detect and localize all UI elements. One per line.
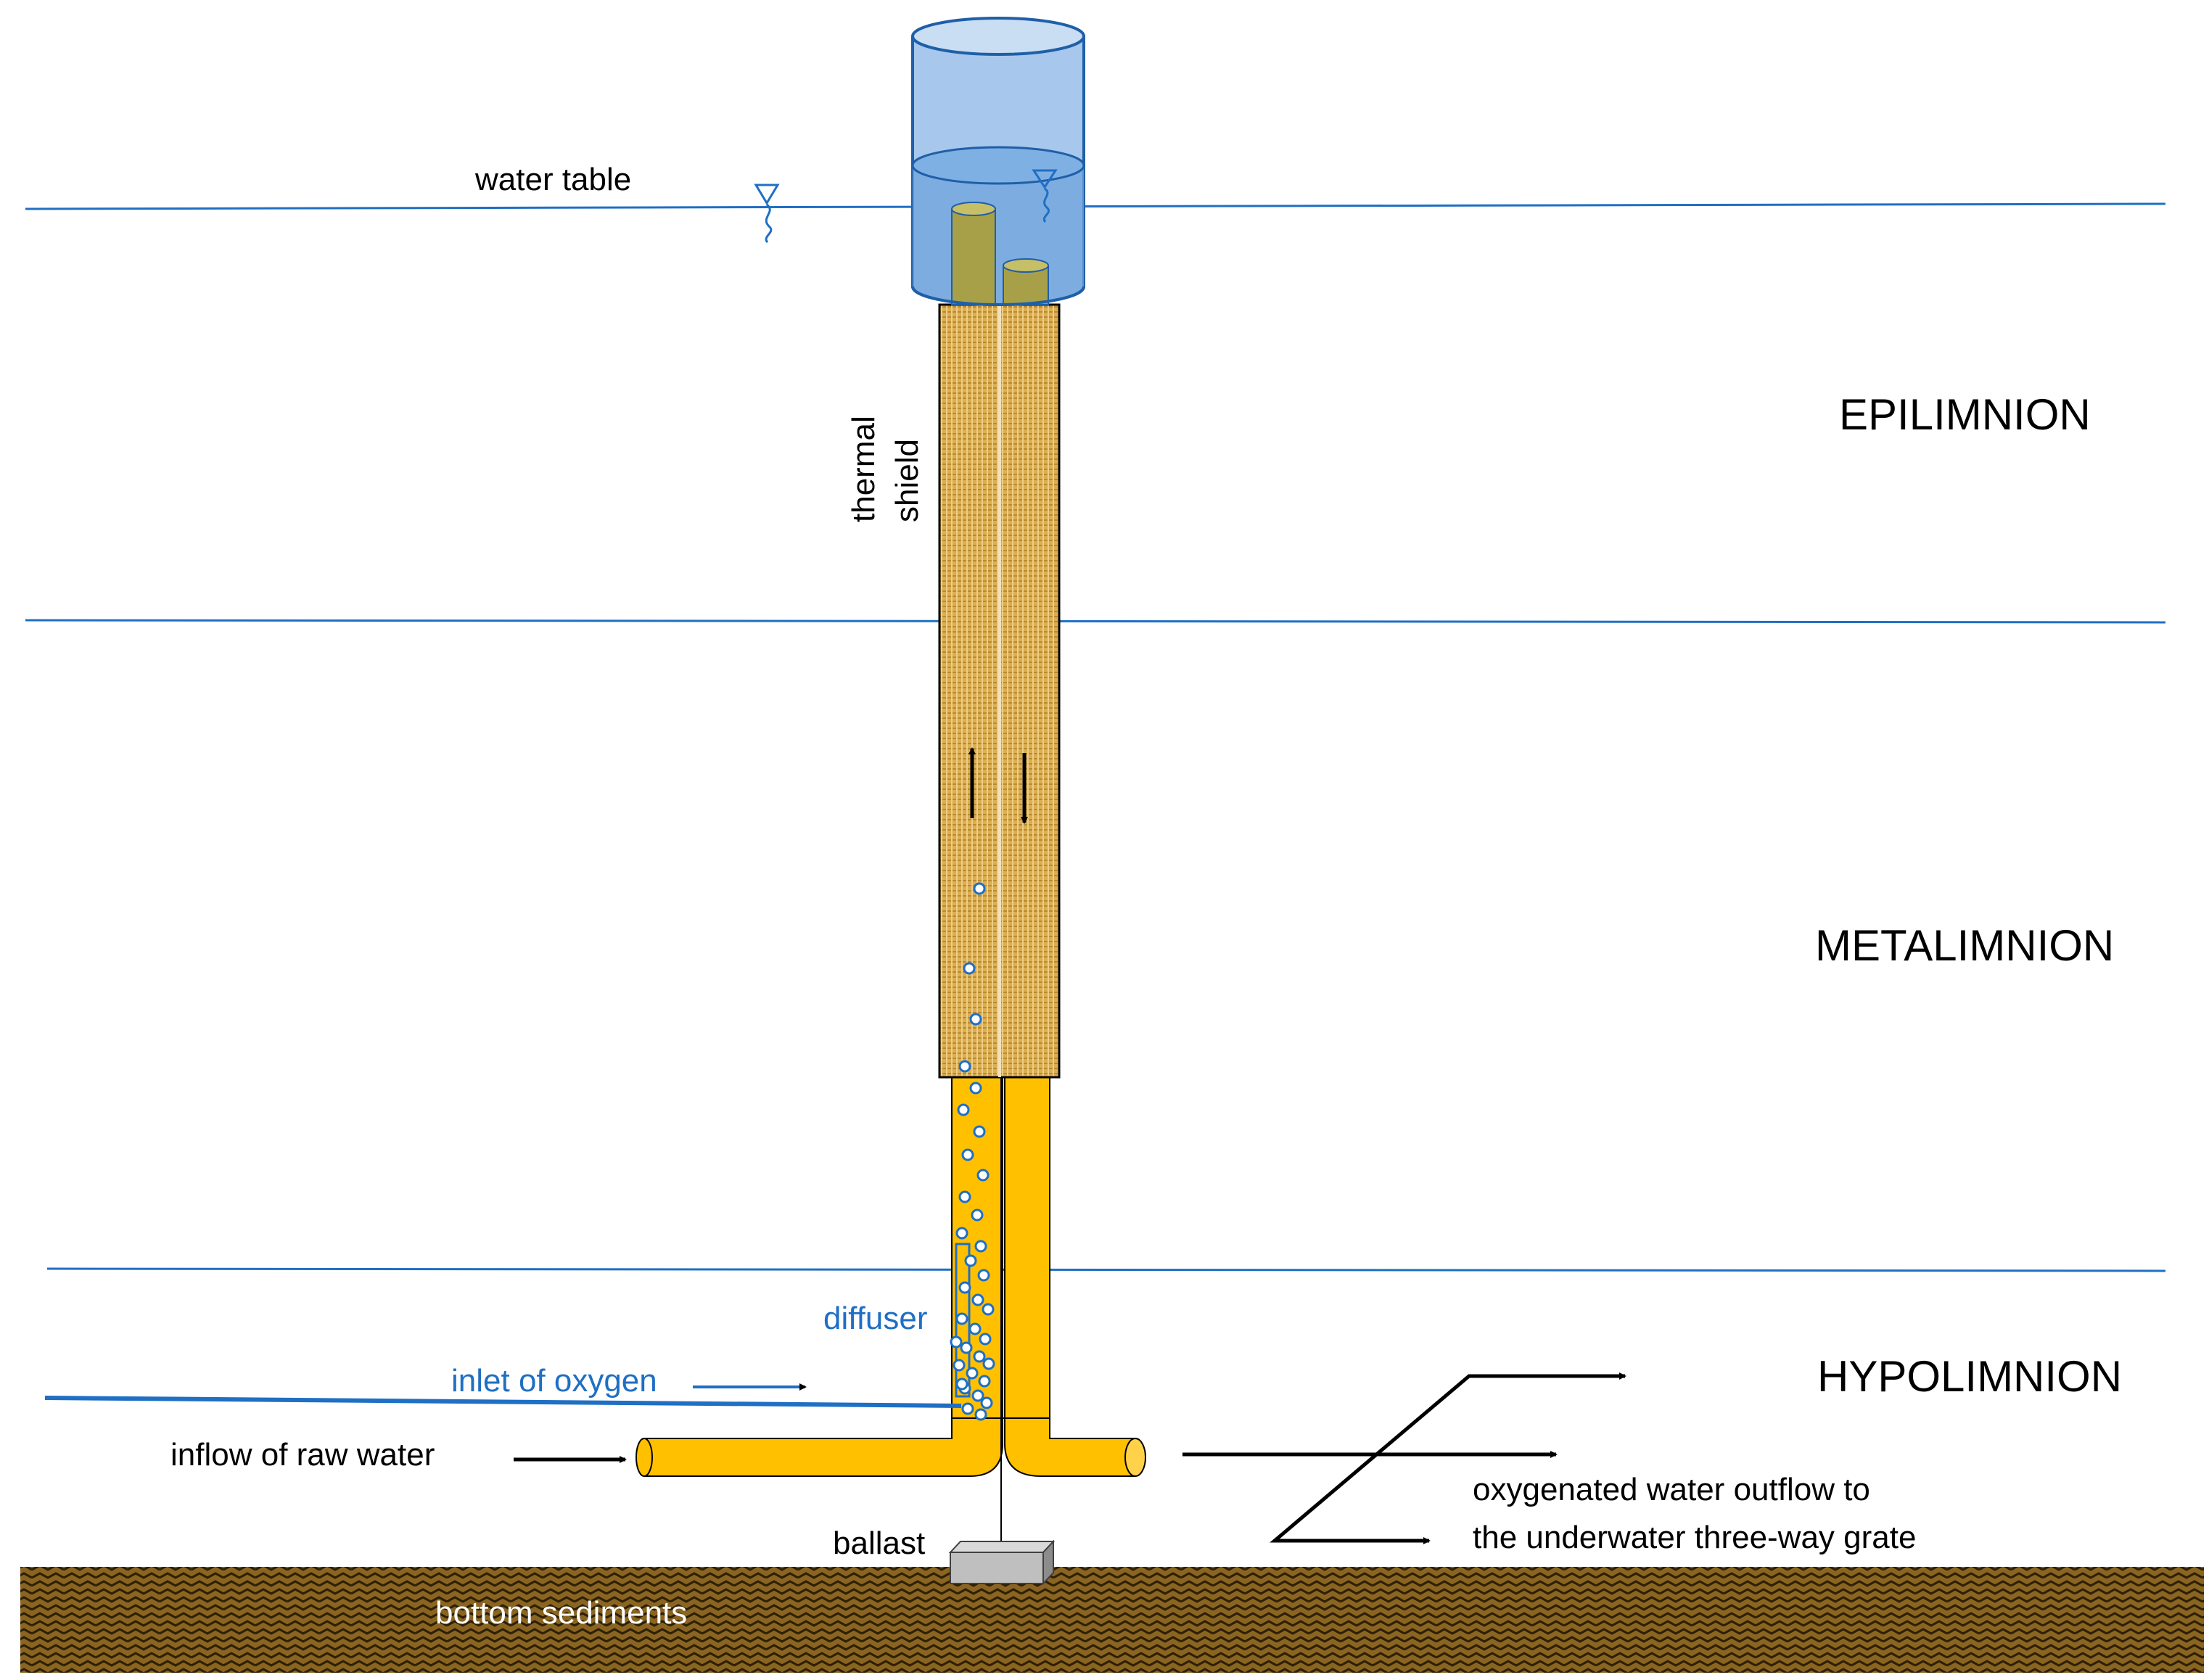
outflow-label-line2: the underwater three-way grate (1473, 1520, 1916, 1555)
oxygen-bubble (982, 1357, 995, 1370)
epilimnion-label: EPILIMNION (1839, 390, 2091, 439)
surface-chamber (911, 17, 1085, 306)
oxygen-bubble (969, 1013, 982, 1026)
oxygen-bubble (960, 1341, 973, 1354)
right-downcomer-pipe (1004, 1076, 1050, 1419)
oxygen-bubble (955, 1227, 968, 1240)
ballast-block (948, 1539, 1056, 1586)
bottom-sediments-label: bottom sediments (435, 1595, 687, 1631)
oxygen-bubble (966, 1367, 979, 1380)
oxygen-bubble (971, 1293, 984, 1306)
thermal-shield-label-line1: thermal (846, 416, 881, 522)
oxygen-bubble (977, 1269, 990, 1282)
oxygen-bubble (955, 1312, 968, 1325)
oxygen-bubble (982, 1303, 995, 1316)
inflow-of-raw-water-label: inflow of raw water (170, 1437, 435, 1473)
oxygen-bubble (980, 1396, 993, 1409)
water-level-icon-chamber (1032, 169, 1058, 223)
oxygen-bubble (974, 1408, 987, 1421)
oxygen-bubble (978, 1375, 991, 1388)
oxygen-bubble (964, 1254, 977, 1267)
oxygen-inlet-line (44, 1396, 962, 1408)
oxygen-bubble (973, 882, 986, 895)
oxygen-bubble (958, 1190, 971, 1203)
epi-meta-boundary (25, 619, 2166, 624)
oxygen-bubble (973, 1125, 986, 1138)
oxygen-bubble (958, 1281, 971, 1294)
layer-boundaries (25, 202, 2166, 1272)
three-way-grate-lines (1270, 1374, 1625, 1543)
water-level-icon (754, 184, 780, 244)
inlet-of-oxygen-label: inlet of oxygen (451, 1363, 657, 1399)
inner-tube-left (951, 208, 996, 305)
water-table-line (25, 202, 2166, 210)
meta-hypo-boundary (46, 1267, 2166, 1272)
oxygen-bubble (955, 1378, 968, 1391)
oxygen-bubble (961, 1148, 974, 1161)
oxygen-bubble (971, 1208, 984, 1222)
oxygen-bubble (950, 1335, 963, 1348)
oxygen-bubble (976, 1169, 990, 1182)
oxygen-bubble (971, 1389, 984, 1402)
oxygen-bubbles (950, 882, 995, 1421)
inlet-pipe (635, 1417, 1003, 1477)
oxygen-bubble (968, 1322, 982, 1335)
diffuser-label: diffuser (823, 1301, 928, 1336)
thermal-shield-label-line2: shield (889, 439, 925, 522)
outlet-pipe (1004, 1417, 1146, 1477)
oxygen-bubble (963, 962, 976, 975)
hypolimnion-label: HYPOLIMNION (1817, 1352, 2122, 1401)
oxygen-bubble (969, 1082, 982, 1095)
oxygen-bubble (958, 1060, 971, 1073)
oxygen-bubble (974, 1240, 987, 1253)
metalimnion-label: METALIMNION (1815, 921, 2114, 970)
ballast-label: ballast (833, 1525, 925, 1561)
oxygen-bubble (973, 1350, 986, 1363)
oxygen-bubble (979, 1333, 992, 1346)
oxygen-bubble (957, 1103, 970, 1116)
oxygen-bubble (953, 1359, 966, 1372)
outflow-label-line1: oxygenated water outflow to (1473, 1472, 1870, 1507)
water-table-label: water table (474, 162, 631, 197)
oxygen-bubble (961, 1402, 974, 1415)
bottom-sediments (20, 1567, 2204, 1673)
